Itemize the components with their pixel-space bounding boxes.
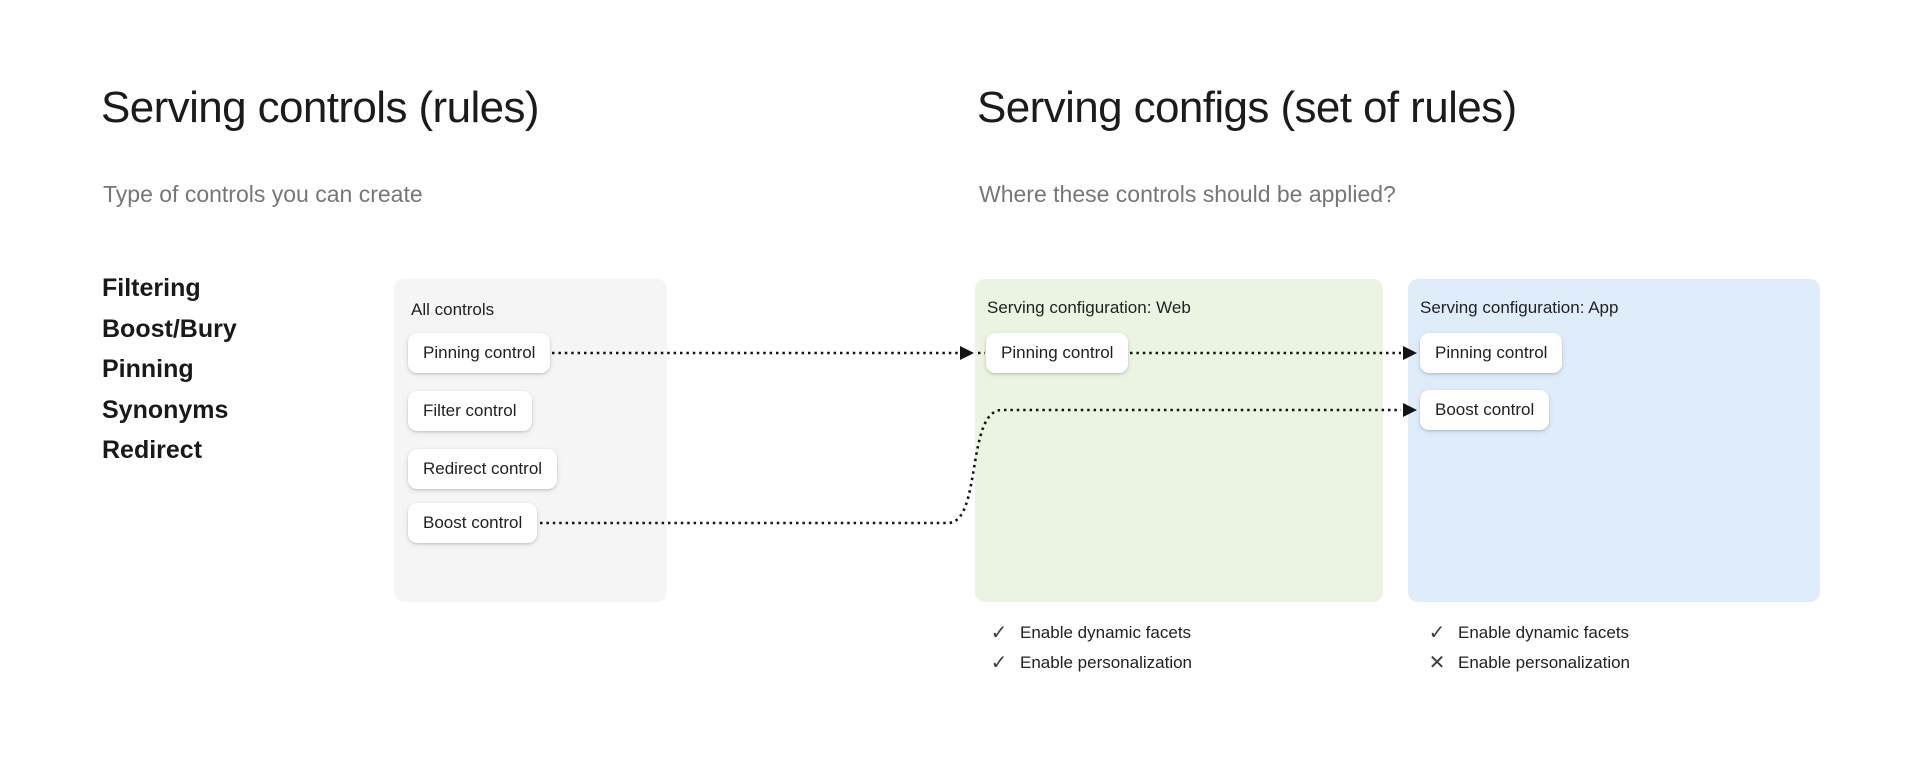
app-config-panel: Serving configuration: App Pinning contr… xyxy=(1408,279,1820,602)
arrowhead-icon xyxy=(960,346,974,360)
pinning-control-chip[interactable]: Pinning control xyxy=(408,333,551,373)
app-config-panel-label: Serving configuration: App xyxy=(1420,298,1619,317)
footer-label: Enable personalization xyxy=(1020,653,1193,672)
web-config-panel: Serving configuration: Web Pinning contr… xyxy=(975,279,1383,602)
web-config-panel-label: Serving configuration: Web xyxy=(987,298,1191,317)
check-icon: ✓ xyxy=(990,652,1008,674)
app-boost-control-chip[interactable]: Boost control xyxy=(1420,390,1550,430)
check-icon: ✓ xyxy=(1428,622,1446,644)
app-footer-personalization-row: ✕ Enable personalization xyxy=(1427,652,1631,674)
footer-label: Enable personalization xyxy=(1458,653,1631,672)
right-section-subtitle: Where these controls should be applied? xyxy=(979,181,1396,207)
left-section-subtitle: Type of controls you can create xyxy=(103,181,423,207)
web-config-footer: ✓ Enable dynamic facets ✓ Enable persona… xyxy=(989,622,1193,684)
control-type-redirect: Redirect xyxy=(102,436,203,464)
control-type-boost-bury: Boost/Bury xyxy=(102,314,237,343)
x-icon: ✕ xyxy=(1428,652,1446,674)
all-controls-panel: All controls Pinning control Filter cont… xyxy=(394,279,667,602)
web-footer-dynamic-facets-row: ✓ Enable dynamic facets xyxy=(989,622,1192,644)
control-type-filtering: Filtering xyxy=(102,274,201,302)
control-types-list: Filtering Boost/Bury Pinning Synonyms Re… xyxy=(102,268,237,471)
boost-control-chip[interactable]: Boost control xyxy=(408,503,538,543)
web-footer-personalization-row: ✓ Enable personalization xyxy=(989,652,1193,674)
control-type-pinning: Pinning xyxy=(102,355,194,383)
left-section-title: Serving controls (rules) xyxy=(101,83,540,132)
control-type-synonyms: Synonyms xyxy=(102,395,229,424)
filter-control-chip[interactable]: Filter control xyxy=(408,391,532,431)
redirect-control-chip[interactable]: Redirect control xyxy=(408,449,558,489)
app-pinning-control-chip[interactable]: Pinning control xyxy=(1420,333,1563,373)
check-icon: ✓ xyxy=(990,622,1008,644)
web-pinning-control-chip[interactable]: Pinning control xyxy=(986,333,1129,373)
app-config-footer: ✓ Enable dynamic facets ✕ Enable persona… xyxy=(1427,622,1631,684)
app-footer-dynamic-facets-row: ✓ Enable dynamic facets xyxy=(1427,622,1630,644)
all-controls-panel-label: All controls xyxy=(411,300,495,319)
right-section-title: Serving configs (set of rules) xyxy=(977,83,1517,132)
footer-label: Enable dynamic facets xyxy=(1020,623,1192,642)
footer-label: Enable dynamic facets xyxy=(1458,623,1630,642)
